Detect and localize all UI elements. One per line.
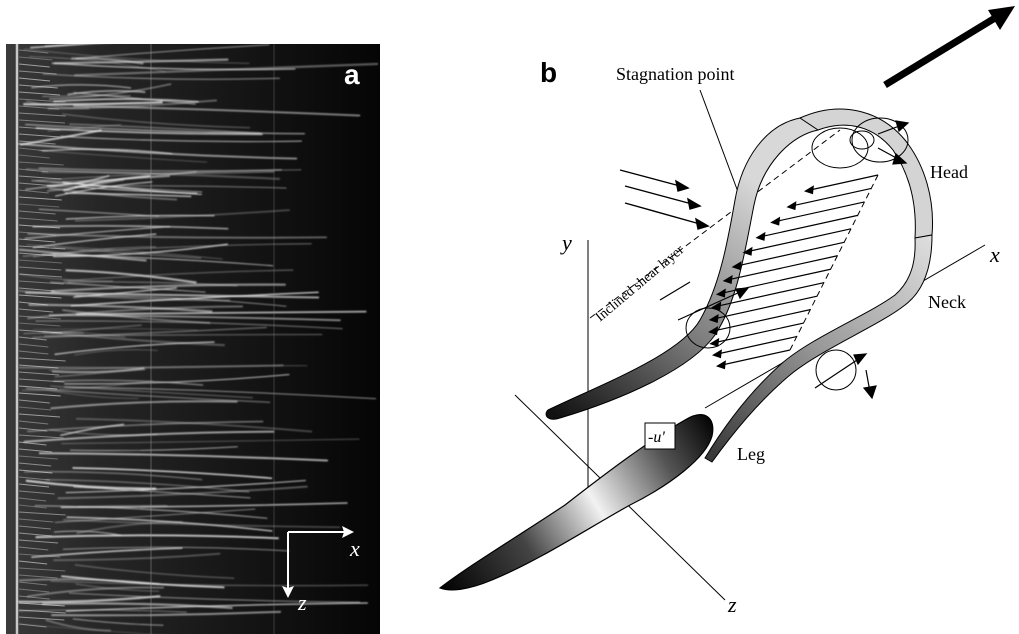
velocity-arrowhead bbox=[755, 232, 765, 241]
velocity-arrow bbox=[776, 202, 864, 221]
shear-layer-label: Inclined shear layer bbox=[593, 242, 687, 325]
axis-label-y: y bbox=[560, 230, 572, 255]
velocity-arrowhead bbox=[770, 217, 780, 226]
velocity-arrow bbox=[761, 215, 857, 236]
rotation-arrows bbox=[660, 121, 908, 398]
head-label: Head bbox=[930, 162, 968, 182]
velocity-arrow bbox=[738, 242, 845, 265]
rotation-indicators bbox=[686, 118, 908, 390]
velocity-arrowhead bbox=[716, 360, 726, 369]
axis-label-x-a: x bbox=[349, 536, 360, 561]
axis-label-z: z bbox=[727, 592, 737, 617]
u-prime-label: -u' bbox=[648, 429, 665, 446]
velocity-arrowhead bbox=[786, 201, 796, 210]
velocity-arrow bbox=[729, 256, 838, 280]
flow-direction-arrow bbox=[885, 6, 1015, 85]
stagnation-point-label: Stagnation point bbox=[616, 64, 735, 84]
flow-visualization-photo: a x z bbox=[6, 44, 380, 634]
velocity-arrow bbox=[722, 350, 790, 365]
velocity-arrow bbox=[810, 175, 878, 190]
panel-letter-b: b bbox=[540, 57, 557, 88]
velocity-arrowhead bbox=[712, 349, 722, 358]
panel-letter-a: a bbox=[344, 59, 360, 90]
velocity-arrow bbox=[715, 323, 803, 342]
velocity-arrowhead bbox=[804, 185, 814, 194]
hairpin-head bbox=[800, 109, 933, 238]
hairpin-vortex-diagram: b y x z Inclined shear layer Stagnation … bbox=[400, 0, 1019, 634]
neck-label: Neck bbox=[928, 292, 966, 312]
leg-label: Leg bbox=[737, 444, 765, 464]
axis-label-x: x bbox=[989, 242, 1000, 267]
incoming-flow-arrows bbox=[620, 170, 708, 229]
axis-label-z-a: z bbox=[297, 590, 307, 615]
